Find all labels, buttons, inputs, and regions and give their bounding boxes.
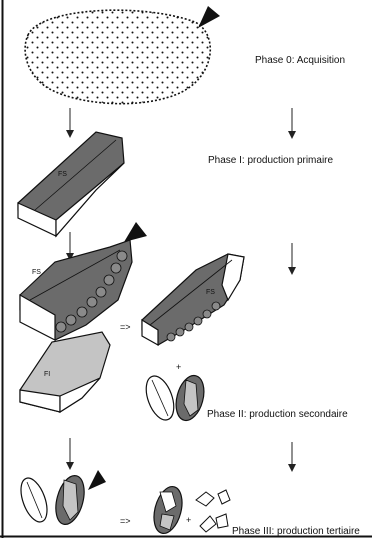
raw-nodule <box>25 10 210 103</box>
implies-symbol-1: => <box>120 322 131 332</box>
phase-2-label: Phase II: production secondaire <box>207 409 348 420</box>
primary-block <box>18 132 124 236</box>
fi-label: FI <box>44 371 50 378</box>
plus-symbol-1: + <box>176 362 181 372</box>
percussion-marker-icon-2 <box>124 222 147 242</box>
implies-symbol-2: => <box>120 516 131 526</box>
plus-symbol-2: + <box>186 515 191 525</box>
reduced-core <box>142 254 244 345</box>
phase-0-label: Phase 0: Acquisition <box>255 55 345 66</box>
detached-flakes <box>196 490 230 532</box>
tertiary-pieces-left <box>16 472 89 527</box>
phase-1-label: Phase I: production primaire <box>208 155 334 166</box>
inferior-flake <box>20 332 110 412</box>
bifacial-pieces <box>141 372 209 423</box>
tertiary-core <box>149 483 187 536</box>
percussion-marker-icon <box>198 6 220 28</box>
fs-label-3: FS <box>206 289 215 296</box>
percussion-marker-icon-3 <box>88 470 106 490</box>
fs-label-1: FS <box>58 171 67 178</box>
core-with-scars <box>20 240 132 340</box>
fs-label-2: FS <box>32 269 41 276</box>
phase-3-label: Phase III: production tertiaire <box>232 526 360 537</box>
